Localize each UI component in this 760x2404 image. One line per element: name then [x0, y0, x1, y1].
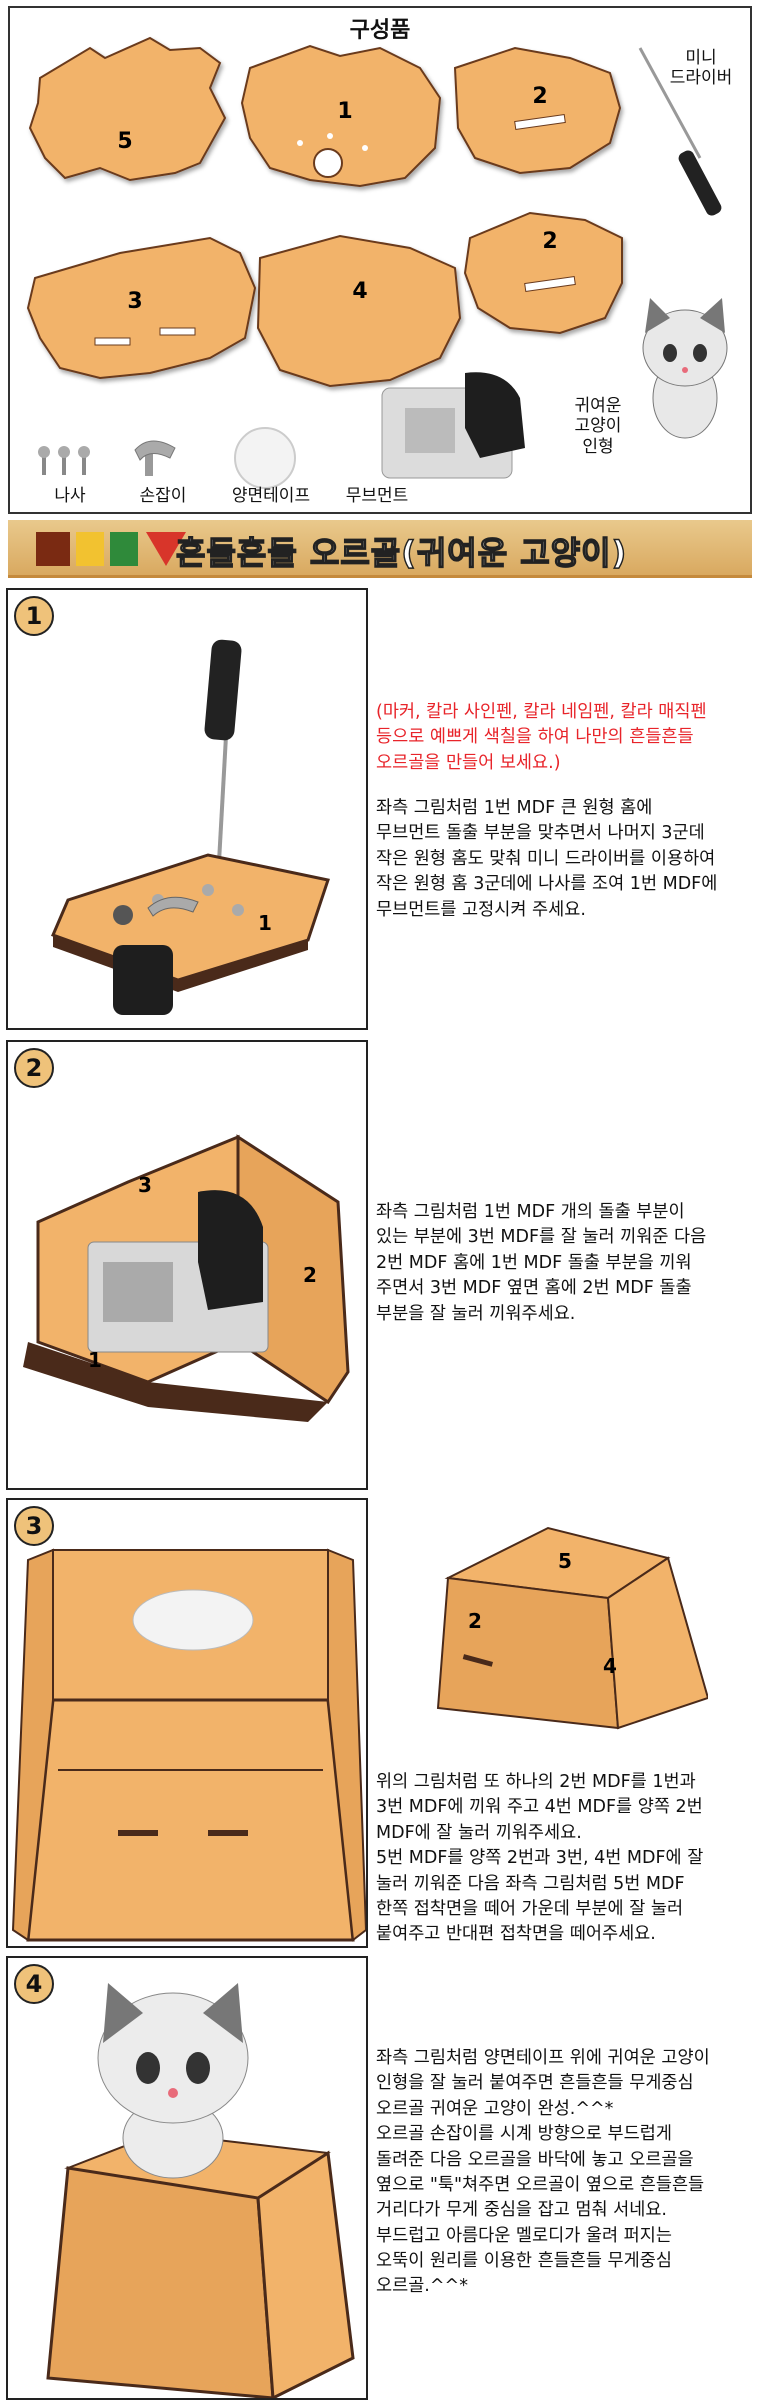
- step-2-badge: 2: [14, 1048, 54, 1088]
- handle-label: 손잡이: [139, 486, 187, 506]
- mdf-panel-1: 1: [240, 44, 442, 188]
- movement-label: 무브먼트: [345, 486, 409, 506]
- diy-logo-icon: [36, 532, 186, 566]
- step-2-illustration: 3 2 1: [23, 1134, 350, 1422]
- mdf-panel-2-b: 2: [463, 211, 623, 335]
- step-2-image: 2 3 2 1: [6, 1040, 368, 1490]
- step-4-badge: 4: [14, 1964, 54, 2004]
- screws-label: 나사: [54, 486, 86, 506]
- step-4-text: 좌측 그림처럼 양면테이프 위에 귀여운 고양이 인형을 잘 눌러 붙여주면 흔…: [376, 2048, 710, 2297]
- step-3-label-4: 4: [603, 1654, 617, 1678]
- handle-icon: [134, 440, 176, 476]
- step-3-illustration: [11, 1548, 366, 1942]
- components-panel: 구성품 5 1 2 3 4: [8, 6, 752, 514]
- cat-figure-icon: [642, 298, 728, 439]
- step-2-label-1: 1: [88, 1348, 102, 1372]
- step-2-label-3: 3: [138, 1173, 152, 1197]
- components-illustration: 5 1 2 3 4 2: [26, 36, 728, 489]
- music-movement-icon: [381, 372, 525, 479]
- step-1-image: 1 1: [6, 588, 368, 1030]
- banner-title: 흔들흔들 오르골(귀여운 고양이): [175, 533, 628, 572]
- step-1-illustration: 1: [50, 639, 330, 1015]
- tape-label: 양면테이프: [231, 486, 311, 506]
- tape-icon: [234, 427, 296, 489]
- cat-figure-label: 귀여운 고양이 인형: [574, 396, 622, 457]
- panel-label-2a: 2: [532, 84, 547, 109]
- step-3-assembled-box: 5 2 4: [436, 1526, 708, 1730]
- mini-driver-label: 미니 드라이버: [669, 48, 733, 89]
- step-1-text: 좌측 그림처럼 1번 MDF 큰 원형 홈에 무브먼트 돌출 부분을 맞추면서 …: [376, 798, 718, 920]
- mdf-panel-4: 4: [256, 234, 462, 388]
- screwdriver-icon: [638, 47, 722, 216]
- screw-icon: [38, 446, 90, 475]
- title-banner: 흔들흔들 오르골(귀여운 고양이): [8, 520, 752, 578]
- step-3-image: 3: [6, 1498, 368, 1948]
- panel-label-4: 4: [352, 279, 367, 304]
- step-3-badge: 3: [14, 1506, 54, 1546]
- step-4-image: 4: [6, 1956, 368, 2400]
- mdf-panel-2-a: 2: [453, 46, 622, 175]
- panel-label-5: 5: [117, 129, 132, 154]
- panel-label-3: 3: [127, 289, 142, 314]
- step-1-badge: 1: [14, 596, 54, 636]
- panel-label-2b: 2: [542, 229, 557, 254]
- components-title: 구성품: [349, 18, 411, 43]
- step-1-panel-label: 1: [258, 911, 272, 935]
- step-2-label-2: 2: [303, 1263, 317, 1287]
- mdf-panel-3: 3: [26, 236, 257, 380]
- step-3-label-2: 2: [468, 1609, 482, 1633]
- panel-label-1: 1: [337, 99, 352, 124]
- step-3-text: 위의 그림처럼 또 하나의 2번 MDF를 1번과 3번 MDF에 끼워 주고 …: [376, 1772, 704, 1945]
- step-1-note: (마커, 칼라 사인펜, 칼라 네임펜, 칼라 매직펜 등으로 예쁘게 색칠을 …: [376, 702, 707, 773]
- step-3-label-5: 5: [558, 1549, 572, 1573]
- step-2-text: 좌측 그림처럼 1번 MDF 개의 돌출 부분이 있는 부분에 3번 MDF를 …: [376, 1202, 707, 1324]
- step-4-illustration: [46, 1983, 355, 2398]
- mdf-panel-5: 5: [28, 36, 227, 182]
